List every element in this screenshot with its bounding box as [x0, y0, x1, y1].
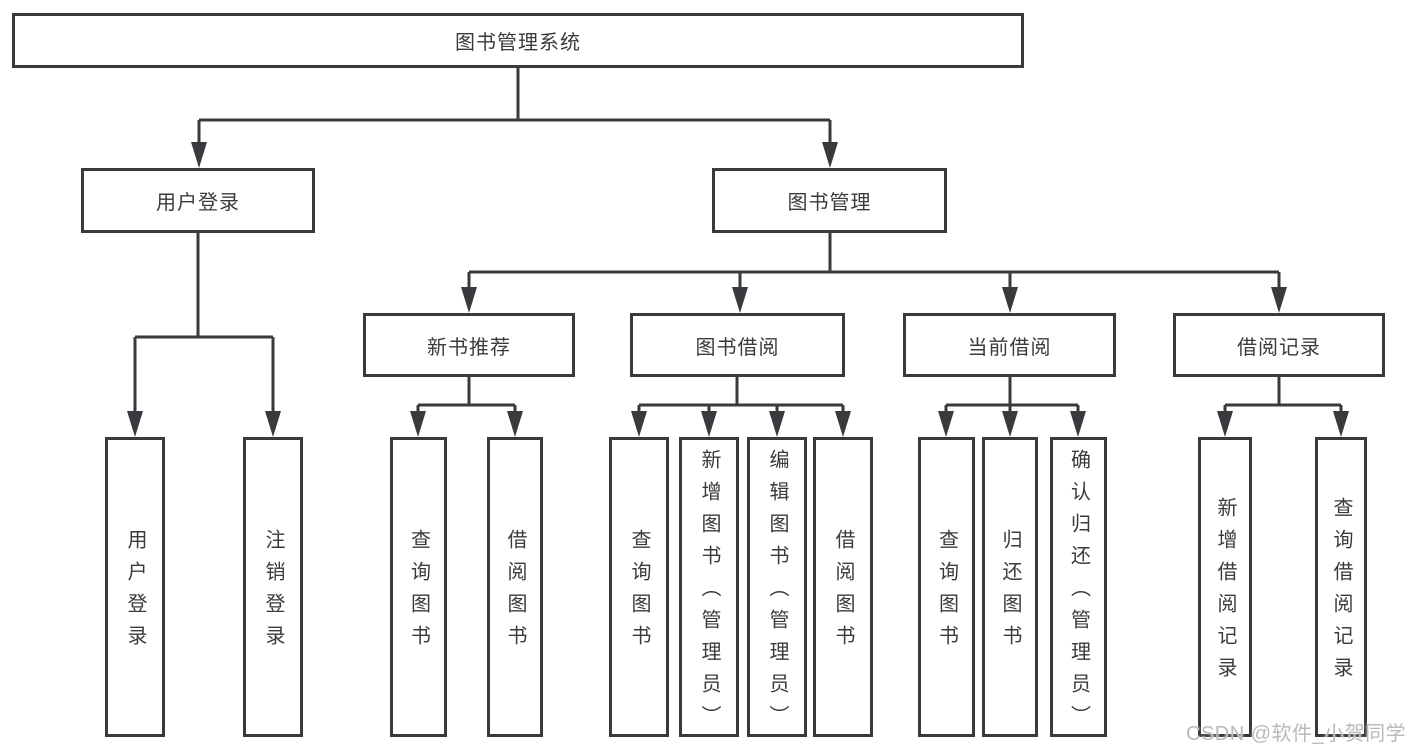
arrowhead: [410, 411, 426, 437]
arrowhead: [265, 411, 281, 437]
leaf-borrow-query-books-label: 查询图书: [628, 529, 650, 657]
arrowhead: [127, 411, 143, 437]
node-user-login: 用户登录: [81, 168, 315, 233]
node-borrow-records-label: 借阅记录: [1237, 336, 1321, 359]
node-current-borrow: 当前借阅: [903, 313, 1116, 377]
leaf-recommend-query-books-label: 查询图书: [407, 529, 430, 657]
node-borrow-records: 借阅记录: [1173, 313, 1385, 377]
leaf-borrow-query-books: 查询图书: [609, 437, 669, 737]
leaf-logout: 注销登录: [243, 437, 303, 737]
leaf-current-query-books: 查询图书: [918, 437, 975, 737]
leaf-recommend-query-books: 查询图书: [390, 437, 447, 737]
node-book-management-label: 图书管理: [787, 192, 872, 214]
node-book-management: 图书管理: [712, 168, 947, 233]
connector-user-login-to-children: [133, 233, 275, 413]
node-current-borrow-label: 当前借阅: [967, 336, 1052, 359]
leaf-edit-books-admin: 编辑图书（管理员）: [747, 437, 807, 737]
arrowhead: [191, 142, 207, 168]
leaf-query-borrow-record-label: 查询借阅记录: [1330, 497, 1352, 689]
arrowhead: [1070, 411, 1086, 437]
leaf-confirm-return-admin: 确认归还（管理员）: [1050, 437, 1107, 737]
leaf-confirm-return-admin-label: 确认归还（管理员）: [1067, 449, 1090, 737]
arrowhead: [732, 287, 748, 313]
arrowhead: [701, 411, 717, 437]
leaf-add-books-admin-label: 新增图书（管理员）: [698, 449, 720, 737]
arrowheads: [127, 142, 1349, 437]
leaf-borrow-books: 借阅图书: [813, 437, 873, 737]
arrowhead: [1333, 411, 1349, 437]
leaf-edit-books-admin-label: 编辑图书（管理员）: [766, 449, 788, 737]
arrowhead: [461, 287, 477, 313]
arrowhead: [1002, 287, 1018, 313]
connector-book-management-to-children: [467, 233, 1281, 289]
connector-lines: [133, 68, 1343, 413]
leaf-user-login: 用户登录: [105, 437, 165, 737]
arrowhead: [835, 411, 851, 437]
leaf-user-login-label: 用户登录: [124, 529, 146, 657]
arrowhead: [1217, 411, 1233, 437]
watermark: CSDN @软件_小贺同学: [1186, 723, 1405, 745]
leaf-return-books: 归还图书: [982, 437, 1038, 737]
connector-new-book-to-children: [416, 377, 517, 413]
leaf-add-borrow-record: 新增借阅记录: [1198, 437, 1252, 737]
node-book-borrow-label: 图书借阅: [695, 336, 780, 359]
leaf-logout-label: 注销登录: [262, 529, 284, 657]
node-root: 图书管理系统: [12, 13, 1024, 68]
connector-borrow-records-to-children: [1223, 377, 1343, 413]
leaf-add-borrow-record-label: 新增借阅记录: [1214, 497, 1236, 689]
leaf-borrow-books-label: 借阅图书: [832, 529, 854, 657]
arrowhead: [822, 142, 838, 168]
connector-book-borrow-to-children: [637, 377, 845, 413]
arrowhead: [1271, 287, 1287, 313]
leaf-return-books-label: 归还图书: [999, 529, 1021, 657]
node-root-label: 图书管理系统: [455, 32, 581, 54]
arrowhead: [507, 411, 523, 437]
leaf-current-query-books-label: 查询图书: [935, 529, 958, 657]
connector-root-to-level1: [197, 68, 832, 144]
arrowhead: [631, 411, 647, 437]
arrowhead: [1002, 411, 1018, 437]
arrowhead: [769, 411, 785, 437]
leaf-add-books-admin: 新增图书（管理员）: [679, 437, 739, 737]
leaf-recommend-borrow-books-label: 借阅图书: [504, 529, 526, 657]
node-book-borrow: 图书借阅: [630, 313, 845, 377]
leaf-recommend-borrow-books: 借阅图书: [487, 437, 543, 737]
leaf-query-borrow-record: 查询借阅记录: [1315, 437, 1367, 737]
arrowhead: [938, 411, 954, 437]
connector-current-borrow-to-children: [944, 377, 1080, 413]
node-user-login-label: 用户登录: [156, 192, 240, 214]
node-new-book-recommend: 新书推荐: [363, 313, 575, 377]
node-new-book-recommend-label: 新书推荐: [427, 336, 511, 359]
